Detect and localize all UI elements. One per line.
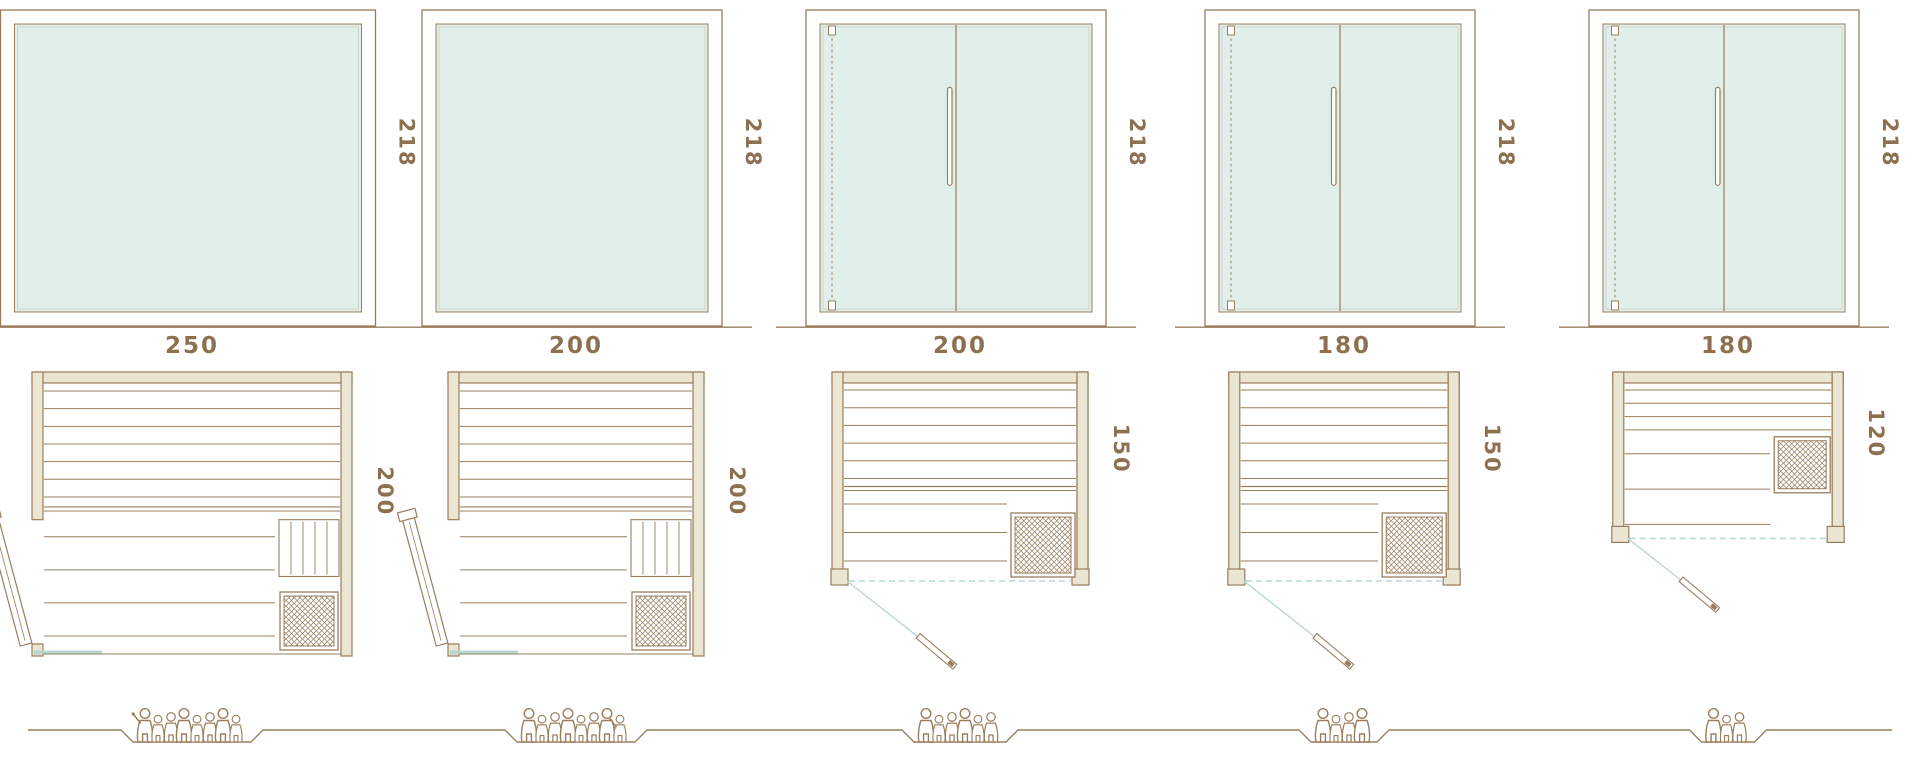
depth-dimension: 200 — [373, 466, 397, 516]
open-door — [915, 632, 958, 670]
elevation-view: 218 — [1559, 9, 1902, 328]
person-figure — [202, 712, 218, 743]
person-figure — [971, 714, 985, 743]
capacity-group-180x120 — [1705, 708, 1747, 743]
plan-view: 150 — [830, 371, 1133, 670]
height-dimension: 218 — [741, 118, 765, 168]
capacity-group-200x200 — [520, 708, 627, 743]
person-figure — [1732, 712, 1747, 743]
person-figure — [559, 708, 577, 743]
person-figure — [956, 708, 974, 743]
depth-dimension: 120 — [1864, 408, 1888, 458]
person-figure — [520, 708, 538, 743]
person-figure — [535, 714, 549, 743]
person-figure — [151, 714, 165, 743]
elevation-view: 218 — [0, 9, 419, 328]
capacity-group-200x150 — [917, 708, 999, 743]
height-dimension: 218 — [1125, 118, 1149, 168]
person-figure — [983, 712, 999, 743]
backrest-slats — [278, 519, 340, 578]
heater — [1381, 512, 1447, 578]
height-dimension: 218 — [1878, 118, 1902, 168]
person-figure — [229, 714, 243, 743]
width-dimension: 200 — [932, 333, 987, 359]
ground-line-figures — [28, 708, 1892, 743]
capacity-group-180x150 — [1314, 708, 1371, 743]
elevation-view: 218 — [776, 9, 1149, 328]
capacity-group-250x200 — [131, 708, 243, 743]
person-figure — [175, 708, 193, 743]
depth-dimension: 150 — [1480, 424, 1504, 474]
backrest-slats — [630, 519, 692, 578]
plan-view: 150 — [1227, 371, 1504, 670]
person-figure — [944, 712, 960, 743]
person-figure — [190, 714, 204, 743]
heater — [279, 591, 339, 651]
width-dimension: 200 — [548, 333, 603, 359]
door-handle — [1330, 86, 1337, 186]
variant-column-200x150: 218 200 150 — [768, 0, 1152, 674]
person-figure — [214, 708, 232, 743]
person-figure — [547, 712, 563, 743]
person-figure — [131, 708, 154, 743]
elevation-view: 218 — [1175, 9, 1518, 328]
person-figure — [586, 712, 602, 743]
person-figure — [609, 714, 627, 743]
person-figure — [1719, 714, 1734, 743]
heater — [1773, 436, 1831, 494]
height-dimension: 218 — [395, 118, 419, 168]
variant-column-250x200: 218 250 200 — [0, 0, 419, 674]
width-dimension: 180 — [1316, 333, 1371, 359]
plan-view: 120 — [1611, 371, 1888, 614]
person-figure — [163, 712, 179, 743]
width-dimension: 180 — [1700, 333, 1755, 359]
person-figure — [1705, 708, 1722, 743]
person-figure — [917, 708, 935, 743]
open-door — [1312, 632, 1355, 670]
heater — [631, 591, 691, 651]
person-figure — [598, 708, 616, 743]
height-dimension: 218 — [1494, 118, 1518, 168]
elevation-view: 218 — [392, 9, 765, 328]
person-figure — [1353, 708, 1371, 743]
open-door — [0, 507, 33, 647]
heater — [1010, 512, 1076, 578]
person-figure — [574, 714, 588, 743]
plan-view: 200 — [0, 371, 397, 657]
variant-column-200x200: 218 200 200 — [384, 0, 768, 674]
depth-dimension: 200 — [725, 466, 749, 516]
variant-column-180x150: 218 180 150 — [1152, 0, 1536, 674]
person-figure — [1329, 714, 1343, 743]
plan-view: 200 — [396, 371, 749, 657]
door-handle — [946, 86, 953, 186]
depth-dimension: 150 — [1109, 424, 1133, 474]
person-figure — [1341, 712, 1357, 743]
capacity-row — [0, 684, 1920, 770]
variant-columns: 218 250 200 218 200 200 218 200 150 218 180 150 218 1… — [0, 0, 1920, 674]
person-figure — [932, 714, 946, 743]
open-door — [396, 507, 449, 647]
door-handle — [1714, 86, 1721, 186]
variant-column-180x120: 218 180 120 — [1536, 0, 1920, 674]
width-dimension: 250 — [164, 333, 219, 359]
person-figure — [1314, 708, 1332, 743]
open-door — [1678, 576, 1721, 614]
